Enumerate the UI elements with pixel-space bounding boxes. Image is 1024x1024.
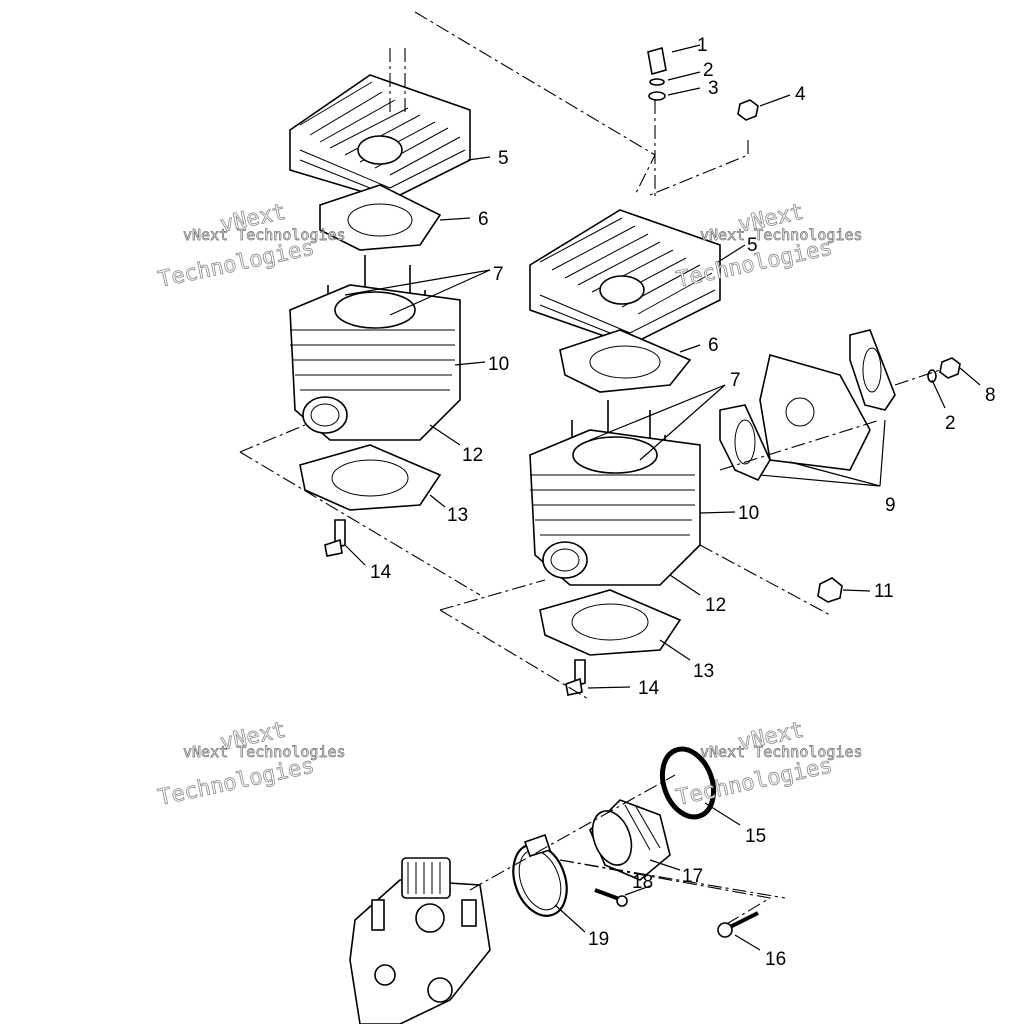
left-cylinder-head [289, 74, 471, 201]
right-cylinder-head [529, 209, 721, 346]
callout-9: 9 [885, 495, 896, 516]
hex-nut-top [737, 99, 759, 121]
watermark-line2: vNext Technologies [183, 743, 346, 761]
hex-nut-lower [817, 577, 843, 603]
callout-13-right: 13 [693, 661, 714, 682]
watermark-line3: Technologies [156, 753, 317, 811]
exhaust-gasket-upper [849, 329, 896, 411]
callout-7-right: 7 [730, 370, 741, 391]
callout-5-left: 5 [498, 148, 509, 169]
callout-15: 15 [745, 826, 766, 847]
callout-11: 11 [874, 581, 894, 602]
right-base-gasket [539, 589, 682, 656]
right-cylinder [529, 429, 701, 586]
watermark-line2: vNext Technologies [183, 226, 346, 244]
callout-18: 18 [632, 872, 653, 893]
callout-8: 8 [985, 385, 996, 406]
left-cylinder [289, 284, 461, 441]
callout-1: 1 [697, 35, 708, 56]
callout-3: 3 [708, 78, 719, 99]
callout-10-left: 10 [488, 354, 509, 375]
hex-nut-right [927, 357, 961, 383]
left-base-gasket [299, 444, 442, 511]
leader-lines [344, 44, 981, 951]
callout-7-left: 7 [493, 264, 504, 285]
callout-10-right: 10 [738, 503, 759, 524]
callout-4: 4 [795, 84, 806, 105]
callout-16: 16 [765, 949, 786, 970]
callout-2: 2 [703, 60, 714, 81]
right-fitting [565, 659, 586, 696]
callout-14-left: 14 [370, 562, 392, 583]
callout-6-left: 6 [478, 209, 489, 230]
callout-5-right: 5 [747, 235, 758, 256]
callout-14-right: 14 [638, 678, 660, 699]
callout-19: 19 [588, 929, 609, 950]
callout-2-right: 2 [945, 413, 956, 434]
bolt-long [717, 911, 759, 938]
carburetor [349, 857, 491, 1024]
callout-17: 17 [682, 866, 703, 887]
exhaust-mount-plate [759, 353, 871, 471]
callout-6-right: 6 [708, 335, 719, 356]
exhaust-gasket-lower [719, 404, 771, 482]
watermark-line2: vNext Technologies [700, 226, 863, 244]
intake-boot [589, 799, 671, 881]
o-ring [659, 746, 717, 820]
watermark-bottom-left: vNext vNext Technologies Technologies [156, 717, 346, 811]
callout-13-left: 13 [447, 505, 468, 526]
watermark-top-left: vNext vNext Technologies Technologies [156, 199, 346, 293]
left-fitting [324, 519, 346, 557]
callout-12-right: 12 [705, 595, 726, 616]
hose-clamp [512, 833, 568, 917]
spacer-nut [647, 46, 667, 101]
screw-short [594, 888, 628, 907]
callout-numbers: 1 2 3 4 5 6 7 10 12 13 14 5 6 7 8 2 9 10… [370, 35, 996, 970]
watermark-line2: vNext Technologies [700, 743, 863, 761]
callout-12-left: 12 [462, 445, 483, 466]
center-lines [239, 11, 941, 926]
right-head-gasket [559, 329, 692, 393]
left-head-gasket [319, 184, 442, 251]
